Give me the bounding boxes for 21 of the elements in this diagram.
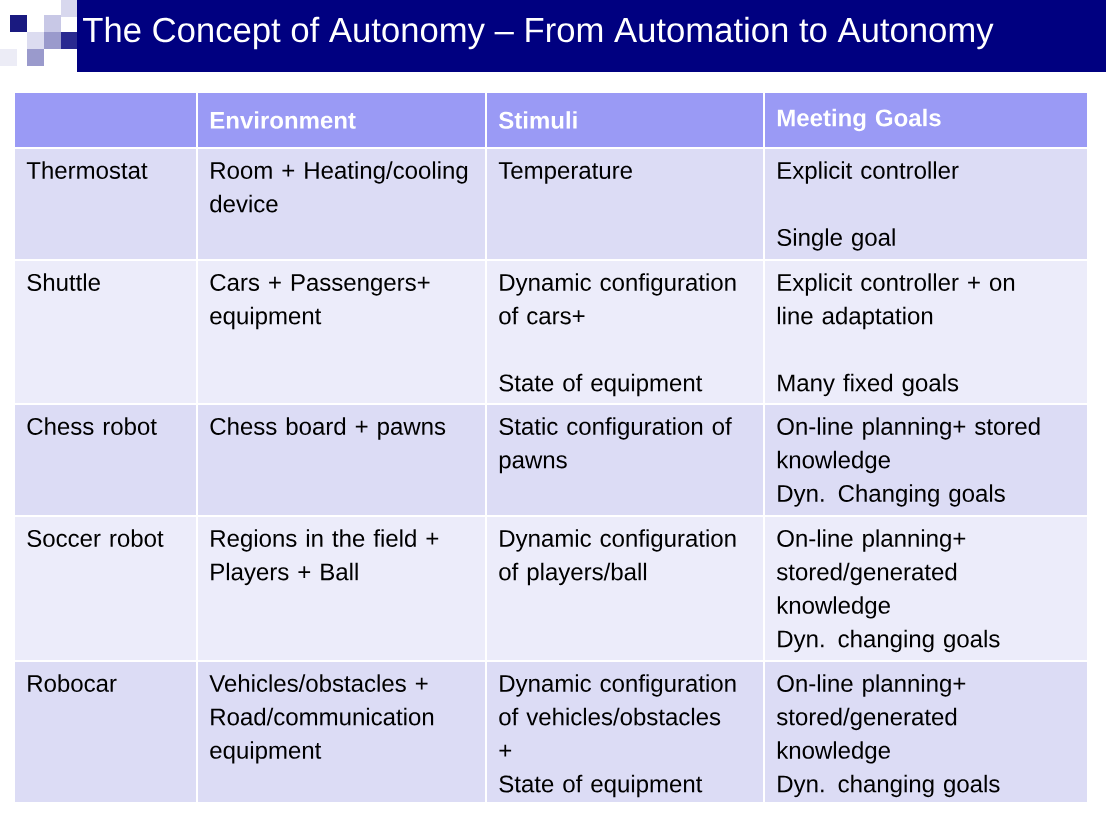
table-cell: Regions in the field + Players + Ball <box>198 517 485 660</box>
header-cell: Meeting Goals <box>765 93 1087 147</box>
table-cell: Chess robot <box>15 405 196 515</box>
table-cell: Vehicles/obstacles + Road/communication equipment <box>198 662 485 802</box>
table-cell: Temperature <box>487 149 763 259</box>
table-cell: Chess board + pawns <box>198 405 485 515</box>
table-cell: Thermostat <box>15 149 196 259</box>
table-cell: Cars + Passengers+ equipment <box>198 261 485 403</box>
header-cell: Stimuli <box>487 93 763 147</box>
table-cell: On-line planning+ stored/generated knowledge Dyn. changing goals <box>765 517 1087 660</box>
table-cell: Dynamic configuration of players/ball <box>487 517 763 660</box>
table-cell: Room + Heating/cooling device <box>198 149 485 259</box>
table-cell: Soccer robot <box>15 517 196 660</box>
table-cell: Shuttle <box>15 261 196 403</box>
header-cell: Environment <box>198 93 485 147</box>
table-cell: Static configuration of pawns <box>487 405 763 515</box>
title-bar: The Concept of Autonomy – From Automation to Autonomy <box>77 0 1106 72</box>
table-cell: Dynamic configuration of vehicles/obstacles + State of equipment <box>487 662 763 802</box>
table-cell: On-line planning+ stored knowledge Dyn. Changing goals <box>765 405 1087 515</box>
table-cell: On-line planning+ stored/generated knowledge Dyn. changing goals <box>765 662 1087 802</box>
table-cell: Robocar <box>15 662 196 802</box>
